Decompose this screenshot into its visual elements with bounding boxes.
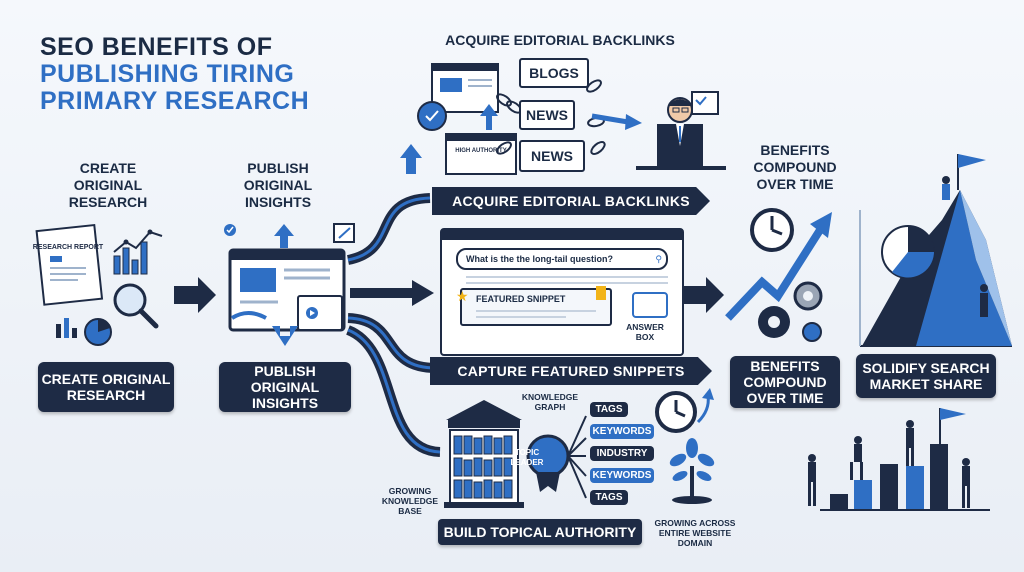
industry-pill: INDUSTRY (590, 446, 654, 461)
clock-tree-icon (655, 388, 715, 504)
star-icon: ★ (456, 288, 469, 304)
branch-arrows (345, 193, 441, 457)
create-caption: CREATE ORIGINAL RESEARCH (68, 160, 148, 210)
arrow-right-icon-2 (682, 277, 724, 313)
keyword-pill: KEYWORDS (590, 424, 654, 439)
authority-illustration (444, 400, 587, 508)
featured-snippet-label: FEATURED SNIPPET (476, 294, 566, 304)
backlinks-header: ACQUIRE EDITORIAL BACKLINKS (445, 32, 675, 48)
research-report-icon: RESEARCH REPORT (33, 223, 163, 346)
chat-bubble-icon (632, 292, 668, 318)
success-bars-icon (808, 408, 990, 511)
compound-box: BENEFITS COMPOUND OVER TIME (730, 356, 840, 408)
news-card-2: NEWS (519, 140, 585, 172)
answer-box-label: ANSWER BOX (626, 322, 664, 342)
arrow-right-icon (174, 277, 216, 313)
search-icon: ⚲ (655, 253, 662, 264)
topic-leader-label: TOPIC LEADER (510, 448, 544, 467)
tag-pill-2: TAGS (590, 490, 628, 505)
news-card: NEWS (519, 100, 575, 130)
publish-insights-icon (224, 223, 355, 346)
search-input[interactable]: What is the the long-tail question? ⚲ (456, 248, 668, 270)
tag-pill: TAGS (590, 402, 628, 417)
publish-caption: PUBLISH ORIGINAL INSIGHTS (243, 160, 313, 210)
growing-base-label: GROWING KNOWLEDGE BASE (381, 486, 439, 516)
bookmark-icon (596, 286, 606, 300)
compound-growth-icon (725, 208, 832, 342)
knowledge-graph-label: KNOWLEDGE GRAPH (521, 392, 579, 412)
search-browser: What is the the long-tail question? ⚲ ★ … (440, 228, 684, 356)
backlinks-band: ACQUIRE EDITORIAL BACKLINKS (432, 187, 710, 215)
publish-box: PUBLISH ORIGINAL INSIGHTS (219, 362, 351, 412)
page-title: SEO BENEFITS OF PUBLISHING TIRING PRIMAR… (40, 33, 310, 115)
report-label: RESEARCH REPORT (33, 244, 104, 251)
browser-bar (442, 230, 682, 240)
market-share-icon (859, 154, 1012, 347)
backlinks-illustration: HIGH AUTHORITY (400, 63, 726, 175)
featured-snippet-box: ★ FEATURED SNIPPET (456, 286, 612, 326)
compound-caption: BENEFITS COMPOUND OVER TIME (753, 142, 837, 192)
domain-label: HIGH AUTHORITY (455, 148, 506, 154)
market-box: SOLIDIFY SEARCH MARKET SHARE (856, 354, 996, 398)
keyword-pill-2: KEYWORDS (590, 468, 654, 483)
authority-box: BUILD TOPICAL AUTHORITY (438, 519, 642, 545)
snippets-band: CAPTURE FEATURED SNIPPETS (430, 357, 712, 385)
growing-domain-label: GROWING ACROSS ENTIRE WEBSITE DOMAIN (654, 518, 736, 548)
create-box: CREATE ORIGINAL RESEARCH (38, 362, 174, 412)
blogs-card: BLOGS (519, 58, 589, 88)
